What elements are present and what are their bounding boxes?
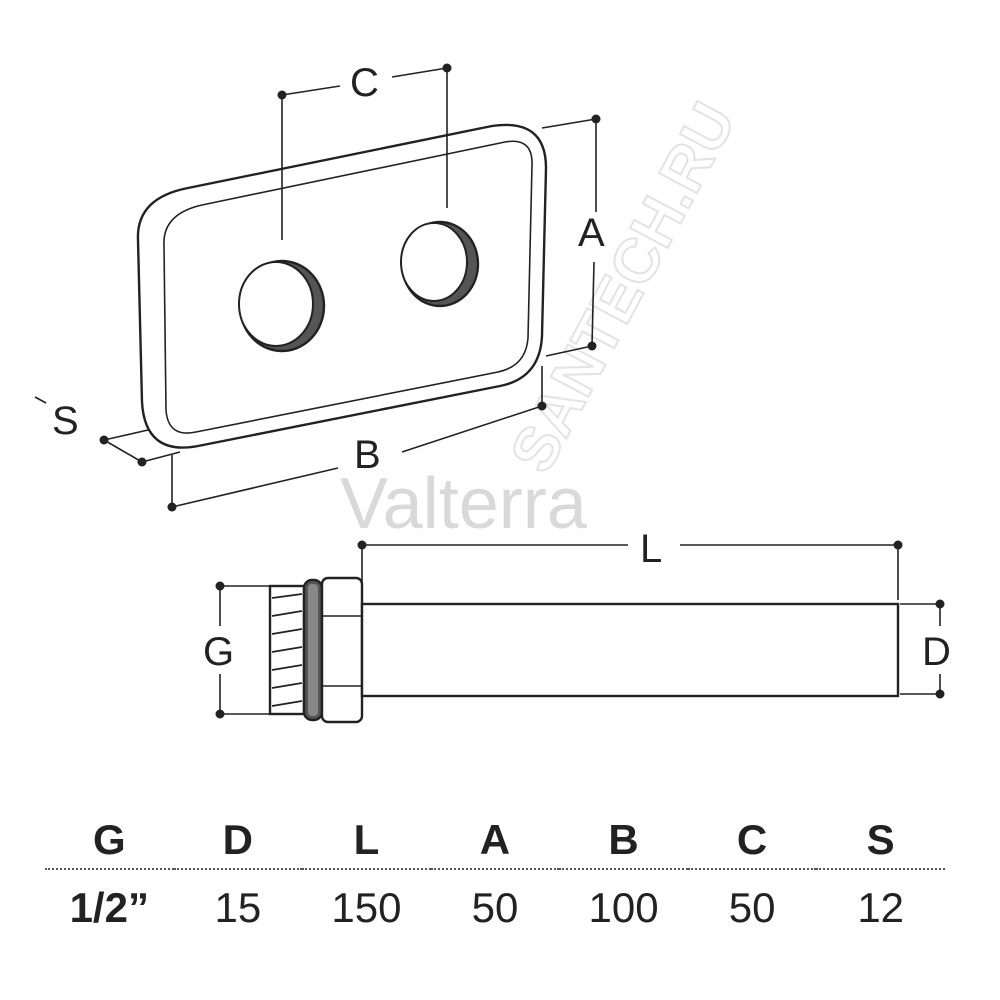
header-c: C — [687, 812, 817, 870]
value-c: 50 — [728, 884, 776, 931]
label-b: B — [354, 433, 381, 477]
spec-header-row: G D L A B C S — [45, 812, 945, 870]
header-g: G — [45, 812, 174, 870]
right-hole — [400, 220, 480, 308]
label-d: D — [922, 630, 951, 674]
label-s: S — [52, 399, 79, 443]
dimension-g — [215, 581, 270, 719]
dimension-s — [34, 396, 181, 467]
spec-table: G D L A B C S 1/2” 15 150 50 100 50 12 — [45, 812, 945, 932]
value-b: 100 — [588, 884, 659, 931]
header-l: L — [302, 812, 431, 870]
thread — [268, 584, 306, 716]
header-d: D — [173, 812, 303, 870]
cover-plate — [136, 123, 548, 449]
value-a: 50 — [471, 884, 519, 931]
value-l: 150 — [331, 884, 402, 931]
left-hole — [238, 259, 326, 353]
value-g: 1/2” — [69, 884, 149, 931]
dimension-b — [167, 366, 547, 512]
pipe-fitting — [268, 576, 900, 724]
spec-value-row: 1/2” 15 150 50 100 50 12 — [45, 869, 945, 932]
label-a: A — [578, 211, 605, 255]
value-d: 15 — [214, 884, 262, 931]
dimension-l — [357, 540, 903, 600]
pipe-body — [360, 602, 900, 698]
value-s: 12 — [857, 884, 905, 931]
dimension-c — [277, 63, 452, 240]
label-c: C — [350, 61, 379, 105]
header-b: B — [559, 812, 688, 870]
label-l: L — [640, 527, 662, 571]
header-a: A — [430, 812, 560, 870]
hex-nut — [320, 576, 364, 724]
dimension-d — [900, 599, 945, 699]
header-s: S — [816, 812, 945, 870]
dimension-a — [541, 114, 601, 357]
label-g: G — [203, 630, 234, 674]
brand-watermark: Valterra — [340, 464, 588, 544]
